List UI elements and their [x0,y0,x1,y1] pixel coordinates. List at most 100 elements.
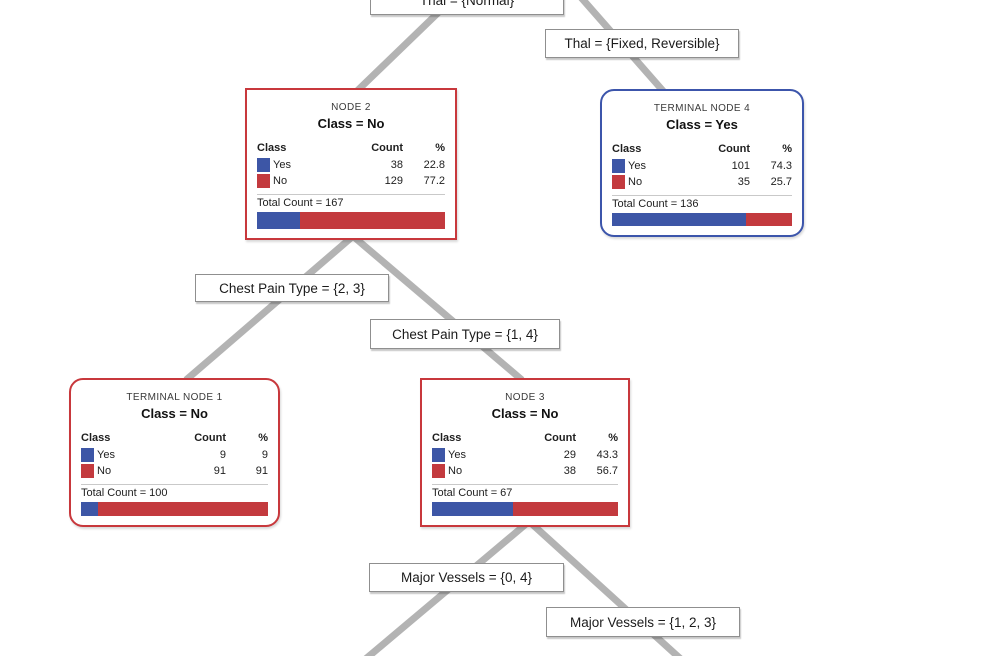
header-count: Count [371,142,403,154]
row-count: 101 [731,160,750,172]
class-stats-table: Class Count % Yes 29 43.3 No 38 56.7 [432,430,618,479]
no-color-swatch [612,175,625,189]
node-class-assignment: Class = Yes [666,117,738,132]
table-header-row: Class Count % [257,140,445,156]
row-pct: 77.2 [423,175,445,187]
row-pct: 56.7 [596,465,618,477]
header-count: Count [718,143,750,155]
bar-segment-no [745,213,792,226]
row-label: Yes [628,160,646,172]
no-color-swatch [257,174,270,188]
bar-segment-yes [81,502,98,516]
table-header-row: Class Count % [612,141,792,157]
table-row-no: No 91 91 [81,463,268,479]
bar-segment-yes [432,502,513,516]
edge-node-2-to-terminal-node-1 [183,234,355,383]
edge-label-major-vessels-0-4: Major Vessels = {0, 4} [369,563,564,592]
row-pct: 43.3 [596,449,618,461]
row-label: No [273,175,288,187]
node-title: TERMINAL NODE 1 [126,392,223,403]
edge-label-chest-pain-type-2-3: Chest Pain Type = {2, 3} [195,274,389,302]
bar-segment-no [299,212,445,229]
table-row-no: No 35 25.7 [612,174,792,190]
no-color-swatch [432,464,445,478]
row-count: 38 [563,465,576,477]
edge-node-3-left-child [363,521,529,656]
row-count: 35 [737,176,750,188]
edge-node-3-right-child [529,521,683,656]
edge-label-text: Chest Pain Type = {1, 4} [392,326,538,342]
tree-terminal-node-4[interactable]: TERMINAL NODE 4 Class = Yes Class Count … [600,89,804,237]
row-pct: 22.8 [423,159,445,171]
node-class-assignment: Class = No [317,116,385,131]
header-pct: % [608,432,618,444]
header-pct: % [435,142,445,154]
row-label: Yes [273,159,291,171]
edge-label-major-vessels-1-2-3: Major Vessels = {1, 2, 3} [546,607,740,637]
yes-color-swatch [612,159,625,173]
edge-label-text: Thal = {Normal} [419,0,515,8]
bar-segment-yes [612,213,746,226]
header-class: Class [432,432,462,444]
header-class: Class [612,143,642,155]
table-header-row: Class Count % [432,430,618,446]
row-pct: 9 [261,449,268,461]
edge-label-text: Thal = {Fixed, Reversible} [564,36,720,51]
yes-color-swatch [257,158,270,172]
edge-label-text: Major Vessels = {1, 2, 3} [570,614,716,630]
tree-node-3[interactable]: NODE 3 Class = No Class Count % Yes 29 4… [420,378,630,527]
no-color-swatch [81,464,94,478]
divider [612,195,792,196]
edge-label-chest-pain-type-1-4: Chest Pain Type = {1, 4} [370,319,560,349]
bar-segment-yes [257,212,300,229]
row-pct: 74.3 [770,160,792,172]
total-count-label: Total Count = 167 [257,197,344,209]
row-label: No [97,465,112,477]
table-row-no: No 38 56.7 [432,463,618,479]
row-count: 91 [213,465,226,477]
total-count-label: Total Count = 136 [612,198,699,210]
edge-node-2-to-node-3 [351,234,525,383]
total-count-label: Total Count = 100 [81,487,168,499]
node-class-assignment: Class = No [491,406,559,421]
row-pct: 25.7 [770,176,792,188]
header-count: Count [194,432,226,444]
class-stats-table: Class Count % Yes 38 22.8 No 129 77.2 [257,140,445,189]
row-count: 9 [219,449,226,461]
row-count: 129 [384,175,403,187]
tree-terminal-node-1[interactable]: TERMINAL NODE 1 Class = No Class Count %… [69,378,280,527]
row-count: 38 [390,159,403,171]
table-row-no: No 129 77.2 [257,173,445,189]
table-row-yes: Yes 29 43.3 [432,447,618,463]
tree-node-2[interactable]: NODE 2 Class = No Class Count % Yes 38 2… [245,88,457,240]
class-distribution-bar [257,212,445,229]
edge-root-to-node-2 [353,5,446,95]
edge-label-thal-normal: Thal = {Normal} [370,0,564,15]
header-class: Class [81,432,111,444]
row-pct: 91 [255,465,268,477]
header-class: Class [257,142,287,154]
header-pct: % [782,143,792,155]
row-label: No [628,176,643,188]
yes-color-swatch [432,448,445,462]
table-header-row: Class Count % [81,430,268,446]
table-row-yes: Yes 9 9 [81,447,268,463]
row-label: Yes [97,449,115,461]
bar-segment-no [97,502,268,516]
class-distribution-bar [81,502,268,516]
node-title: TERMINAL NODE 4 [653,103,751,114]
row-label: No [448,465,463,477]
edge-label-text: Major Vessels = {0, 4} [401,570,532,585]
class-stats-table: Class Count % Yes 9 9 No 91 91 [81,430,268,479]
divider [257,194,445,195]
edge-label-text: Chest Pain Type = {2, 3} [219,280,365,296]
yes-color-swatch [81,448,94,462]
class-distribution-bar [432,502,618,516]
table-row-yes: Yes 101 74.3 [612,158,792,174]
node-title: NODE 3 [505,392,545,403]
divider [81,484,268,485]
divider [432,484,618,485]
node-class-assignment: Class = No [141,406,208,421]
